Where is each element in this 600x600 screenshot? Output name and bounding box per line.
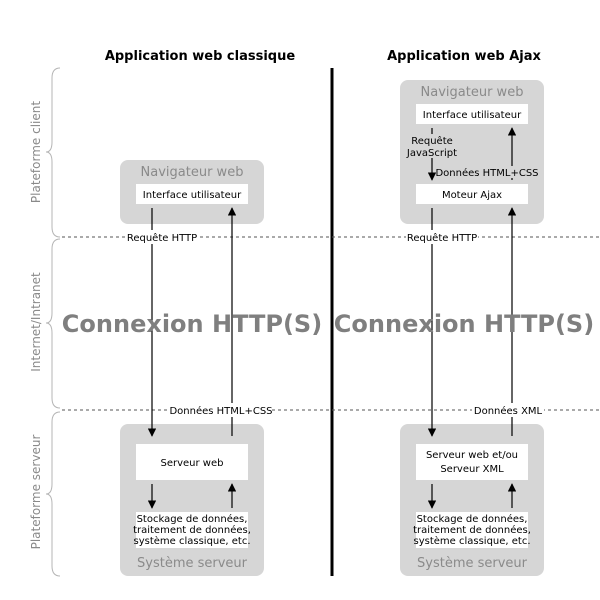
ajax-connection-label: Connexion HTTP(S) [334, 310, 594, 338]
ajax-server-line-2: Serveur XML [440, 464, 504, 475]
ajax-server-box [416, 444, 528, 480]
brace-server [45, 411, 61, 577]
brace-network [45, 238, 61, 409]
classic-browser-label: Navigateur web [141, 165, 244, 180]
classic-storage-line-3: système classique, etc. [133, 535, 250, 547]
ajax-html-css-label: Données HTML+CSS [435, 167, 538, 179]
ajax-request-label: Requête HTTP [407, 232, 477, 244]
classic-ui-label: Interface utilisateur [143, 190, 242, 201]
title-ajax: Application web Ajax [387, 49, 541, 64]
classic-server-box [136, 444, 248, 480]
ajax-ui-box [416, 104, 528, 124]
ajax-response-label: Données XML [474, 405, 543, 417]
ajax-engine-label: Moteur Ajax [442, 190, 502, 201]
layer-label-network: Internet/Intranet [29, 272, 43, 372]
ajax-storage-line-1: Stockage de données, [417, 513, 528, 525]
title-classic: Application web classique [105, 49, 296, 64]
ajax-browser-label: Navigateur web [421, 85, 524, 100]
classic-storage-line-2: traitement de données, [133, 524, 251, 536]
ajax-engine-box [416, 184, 528, 204]
classic-connection-label: Connexion HTTP(S) [62, 310, 322, 338]
classic-response-label: Données HTML+CSS [169, 405, 272, 417]
classic-server-label: Serveur web [161, 458, 224, 469]
brace-client [45, 67, 61, 238]
classic-storage-line-1: Stockage de données, [137, 513, 248, 525]
ajax-storage-box [416, 512, 528, 548]
classic-storage-box [136, 512, 248, 548]
layer-label-server: Plateforme serveur [29, 435, 43, 550]
ajax-ui-label: Interface utilisateur [423, 110, 522, 121]
ajax-storage-line-3: système classique, etc. [413, 535, 530, 547]
ajax-js-request-line-2: JavaScript [406, 148, 457, 159]
ajax-storage-line-2: traitement de données, [413, 524, 531, 536]
ajax-server-system-label: Système serveur [417, 556, 528, 571]
classic-request-label: Requête HTTP [127, 232, 197, 244]
classic-ui-box [136, 184, 248, 204]
layer-label-client: Plateforme client [29, 101, 43, 203]
ajax-server-line-1: Serveur web et/ou [426, 450, 518, 461]
ajax-js-request-line-1: Requête [411, 135, 453, 147]
classic-server-system-label: Système serveur [137, 556, 248, 571]
